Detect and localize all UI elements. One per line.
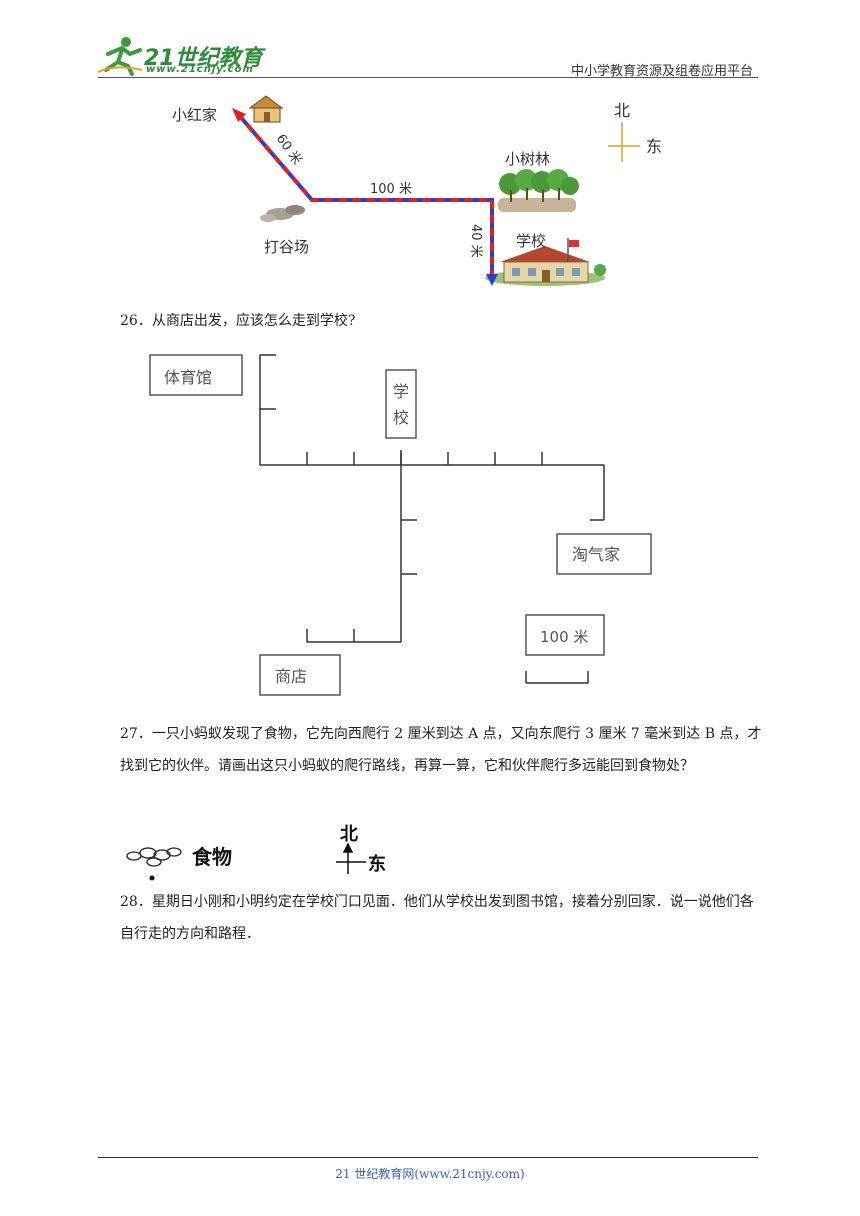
school-label: 学校 — [516, 232, 546, 250]
route-map-figure: 小红家 小树林 打谷场 学校 60 米 100 米 40 米 北 东 — [160, 90, 680, 300]
footer-text: 21 世纪教育网(www.21cnjy.com) — [335, 1167, 525, 1181]
north-label: 北 — [340, 824, 358, 845]
distance-100m-label: 100 米 — [370, 182, 412, 197]
food-label: 食物 — [192, 845, 232, 869]
question-26: 26．从商店出发，应该怎么走到学校? — [120, 313, 356, 329]
gym-box — [149, 354, 243, 396]
shop-box — [259, 654, 341, 696]
shop-school-map: 体育馆 学 校 淘气家 商店 100 米 — [140, 345, 660, 705]
school-building-icon — [485, 238, 606, 286]
header-tagline: 中小学教育资源及组卷应用平台 — [571, 64, 754, 79]
school-box — [385, 369, 417, 439]
header-divider — [98, 77, 758, 78]
house-icon — [248, 95, 284, 123]
east-label: 东 — [368, 853, 386, 875]
field-label: 打谷场 — [264, 238, 309, 256]
distance-40m-label: 40 米 — [468, 224, 483, 258]
grove-label: 小树林 — [505, 150, 550, 168]
question-27: 27．一只小蚂蚁发现了食物，它先向西爬行 2 厘米到达 A 点，又向东爬行 3 … — [120, 726, 762, 774]
food-crumbs-icon — [126, 847, 182, 867]
shop-label: 商店 — [275, 667, 307, 686]
footer-divider — [98, 1157, 758, 1158]
home-label: 淘气家 — [572, 545, 620, 564]
ant-food-svg: 食物 北 东 — [126, 824, 386, 881]
compass-icon — [608, 122, 640, 162]
logo-main-text: 21世纪教育 — [144, 46, 263, 71]
school-label-top: 学 — [393, 382, 409, 401]
gym-label: 体育馆 — [164, 368, 212, 387]
logo-url-text: www.21cnjy.com — [146, 64, 254, 75]
route-path — [232, 108, 498, 286]
route-map-svg: 小红家 小树林 打谷场 学校 60 米 100 米 40 米 北 东 — [172, 95, 662, 286]
road-lines — [259, 354, 605, 684]
food-point — [149, 875, 155, 881]
scale-label: 100 米 — [540, 628, 588, 646]
east-label: 东 — [646, 137, 662, 156]
school-label-bottom: 校 — [393, 408, 409, 427]
home-box — [556, 533, 652, 575]
home-label: 小红家 — [172, 106, 217, 124]
scale-box — [525, 614, 605, 656]
rocks-icon — [260, 205, 305, 222]
compass-icon — [336, 842, 366, 874]
north-label: 北 — [614, 101, 630, 120]
shop-school-map-svg: 体育馆 学 校 淘气家 商店 100 米 — [149, 354, 652, 696]
trees-icon — [498, 169, 579, 212]
question-28: 28．星期日小刚和小明约定在学校门口见面．他们从学校出发到图书馆，接着分别回家．… — [120, 894, 754, 942]
runner-logo-icon — [97, 37, 143, 76]
ant-food-figure: 食物 北 东 — [120, 822, 420, 884]
